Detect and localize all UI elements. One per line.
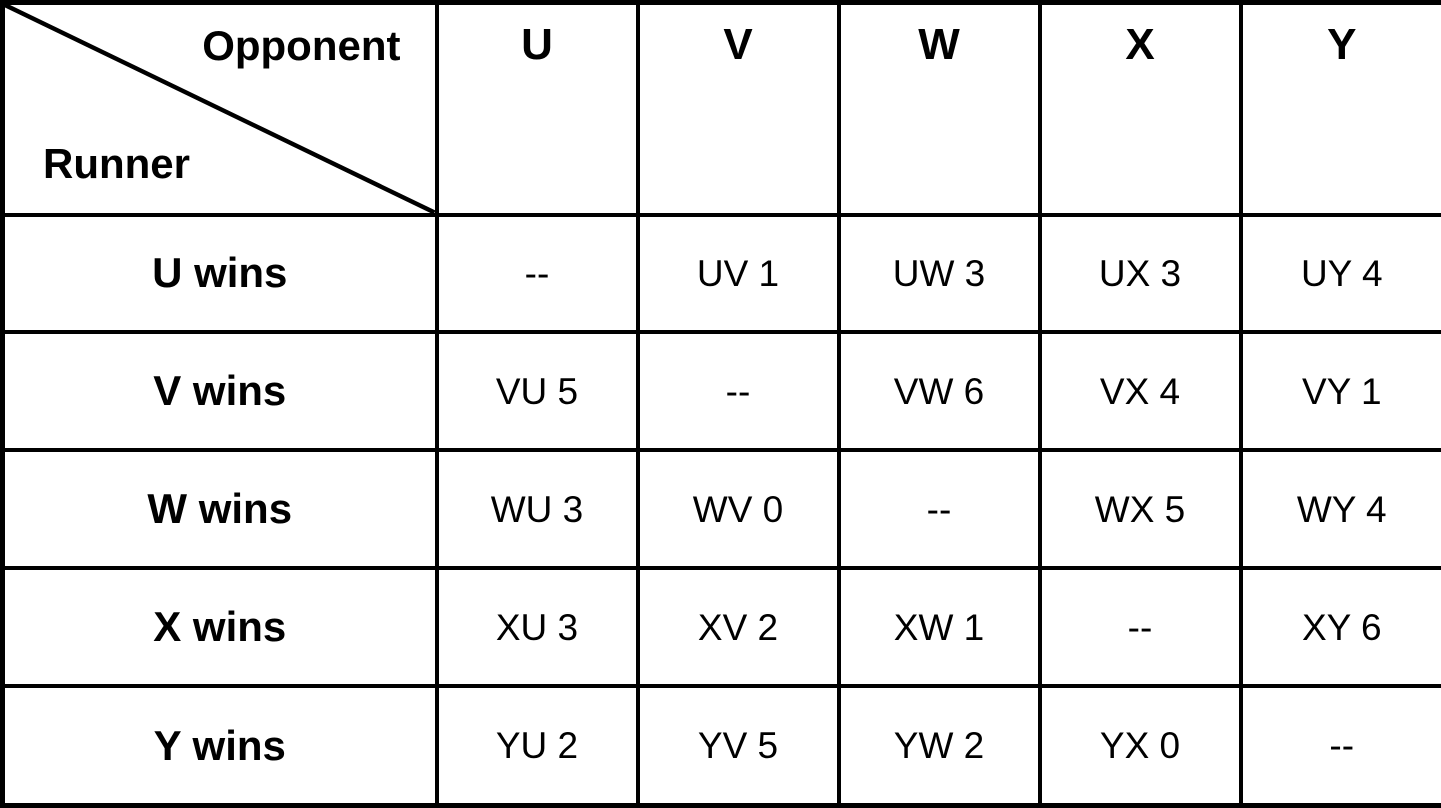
table-row-y-wins: Y wins YU 2 YV 5 YW 2 YX 0 -- [0, 684, 1441, 808]
column-header-u: U [434, 0, 640, 217]
header-row: Opponent Runner U V W X Y [0, 0, 1441, 217]
cell-y-vs-w: YW 2 [836, 684, 1042, 808]
cell-w-vs-v: WV 0 [635, 448, 841, 571]
cell-v-vs-y: VY 1 [1238, 330, 1441, 453]
column-header-w: W [836, 0, 1042, 217]
corner-runner-label: Runner [43, 139, 190, 187]
cell-x-vs-y: XY 6 [1238, 566, 1441, 689]
cell-v-vs-w: VW 6 [836, 330, 1042, 453]
cell-u-vs-w: UW 3 [836, 212, 1042, 335]
table-row-v-wins: V wins VU 5 -- VW 6 VX 4 VY 1 [0, 330, 1441, 453]
row-header-w-wins: W wins [0, 448, 439, 571]
cell-u-vs-y: UY 4 [1238, 212, 1441, 335]
table-row-w-wins: W wins WU 3 WV 0 -- WX 5 WY 4 [0, 448, 1441, 571]
row-header-y-wins: Y wins [0, 684, 439, 808]
cell-y-vs-x: YX 0 [1037, 684, 1243, 808]
column-header-x: X [1037, 0, 1243, 217]
column-header-y: Y [1238, 0, 1441, 217]
corner-opponent-label: Opponent [202, 22, 401, 69]
table-row-u-wins: U wins -- UV 1 UW 3 UX 3 UY 4 [0, 212, 1441, 335]
cell-w-vs-y: WY 4 [1238, 448, 1441, 571]
cell-v-vs-u: VU 5 [434, 330, 640, 453]
cell-v-vs-x: VX 4 [1037, 330, 1243, 453]
row-header-u-wins: U wins [0, 212, 439, 335]
corner-header-cell: Opponent Runner [0, 0, 439, 217]
cell-v-vs-v: -- [635, 330, 841, 453]
column-header-v: V [635, 0, 841, 217]
cell-x-vs-w: XW 1 [836, 566, 1042, 689]
cell-u-vs-u: -- [434, 212, 640, 335]
cell-y-vs-y: -- [1238, 684, 1441, 808]
diagonal-divider-line [6, 6, 433, 211]
cell-u-vs-v: UV 1 [635, 212, 841, 335]
cell-x-vs-v: XV 2 [635, 566, 841, 689]
cell-u-vs-x: UX 3 [1037, 212, 1243, 335]
table-row-x-wins: X wins XU 3 XV 2 XW 1 -- XY 6 [0, 566, 1441, 689]
cell-w-vs-u: WU 3 [434, 448, 640, 571]
cell-x-vs-x: -- [1037, 566, 1243, 689]
cell-y-vs-u: YU 2 [434, 684, 640, 808]
cell-x-vs-u: XU 3 [434, 566, 640, 689]
row-header-x-wins: X wins [0, 566, 439, 689]
cell-w-vs-x: WX 5 [1037, 448, 1243, 571]
row-header-v-wins: V wins [0, 330, 439, 453]
cell-w-vs-w: -- [836, 448, 1042, 571]
cell-y-vs-v: YV 5 [635, 684, 841, 808]
